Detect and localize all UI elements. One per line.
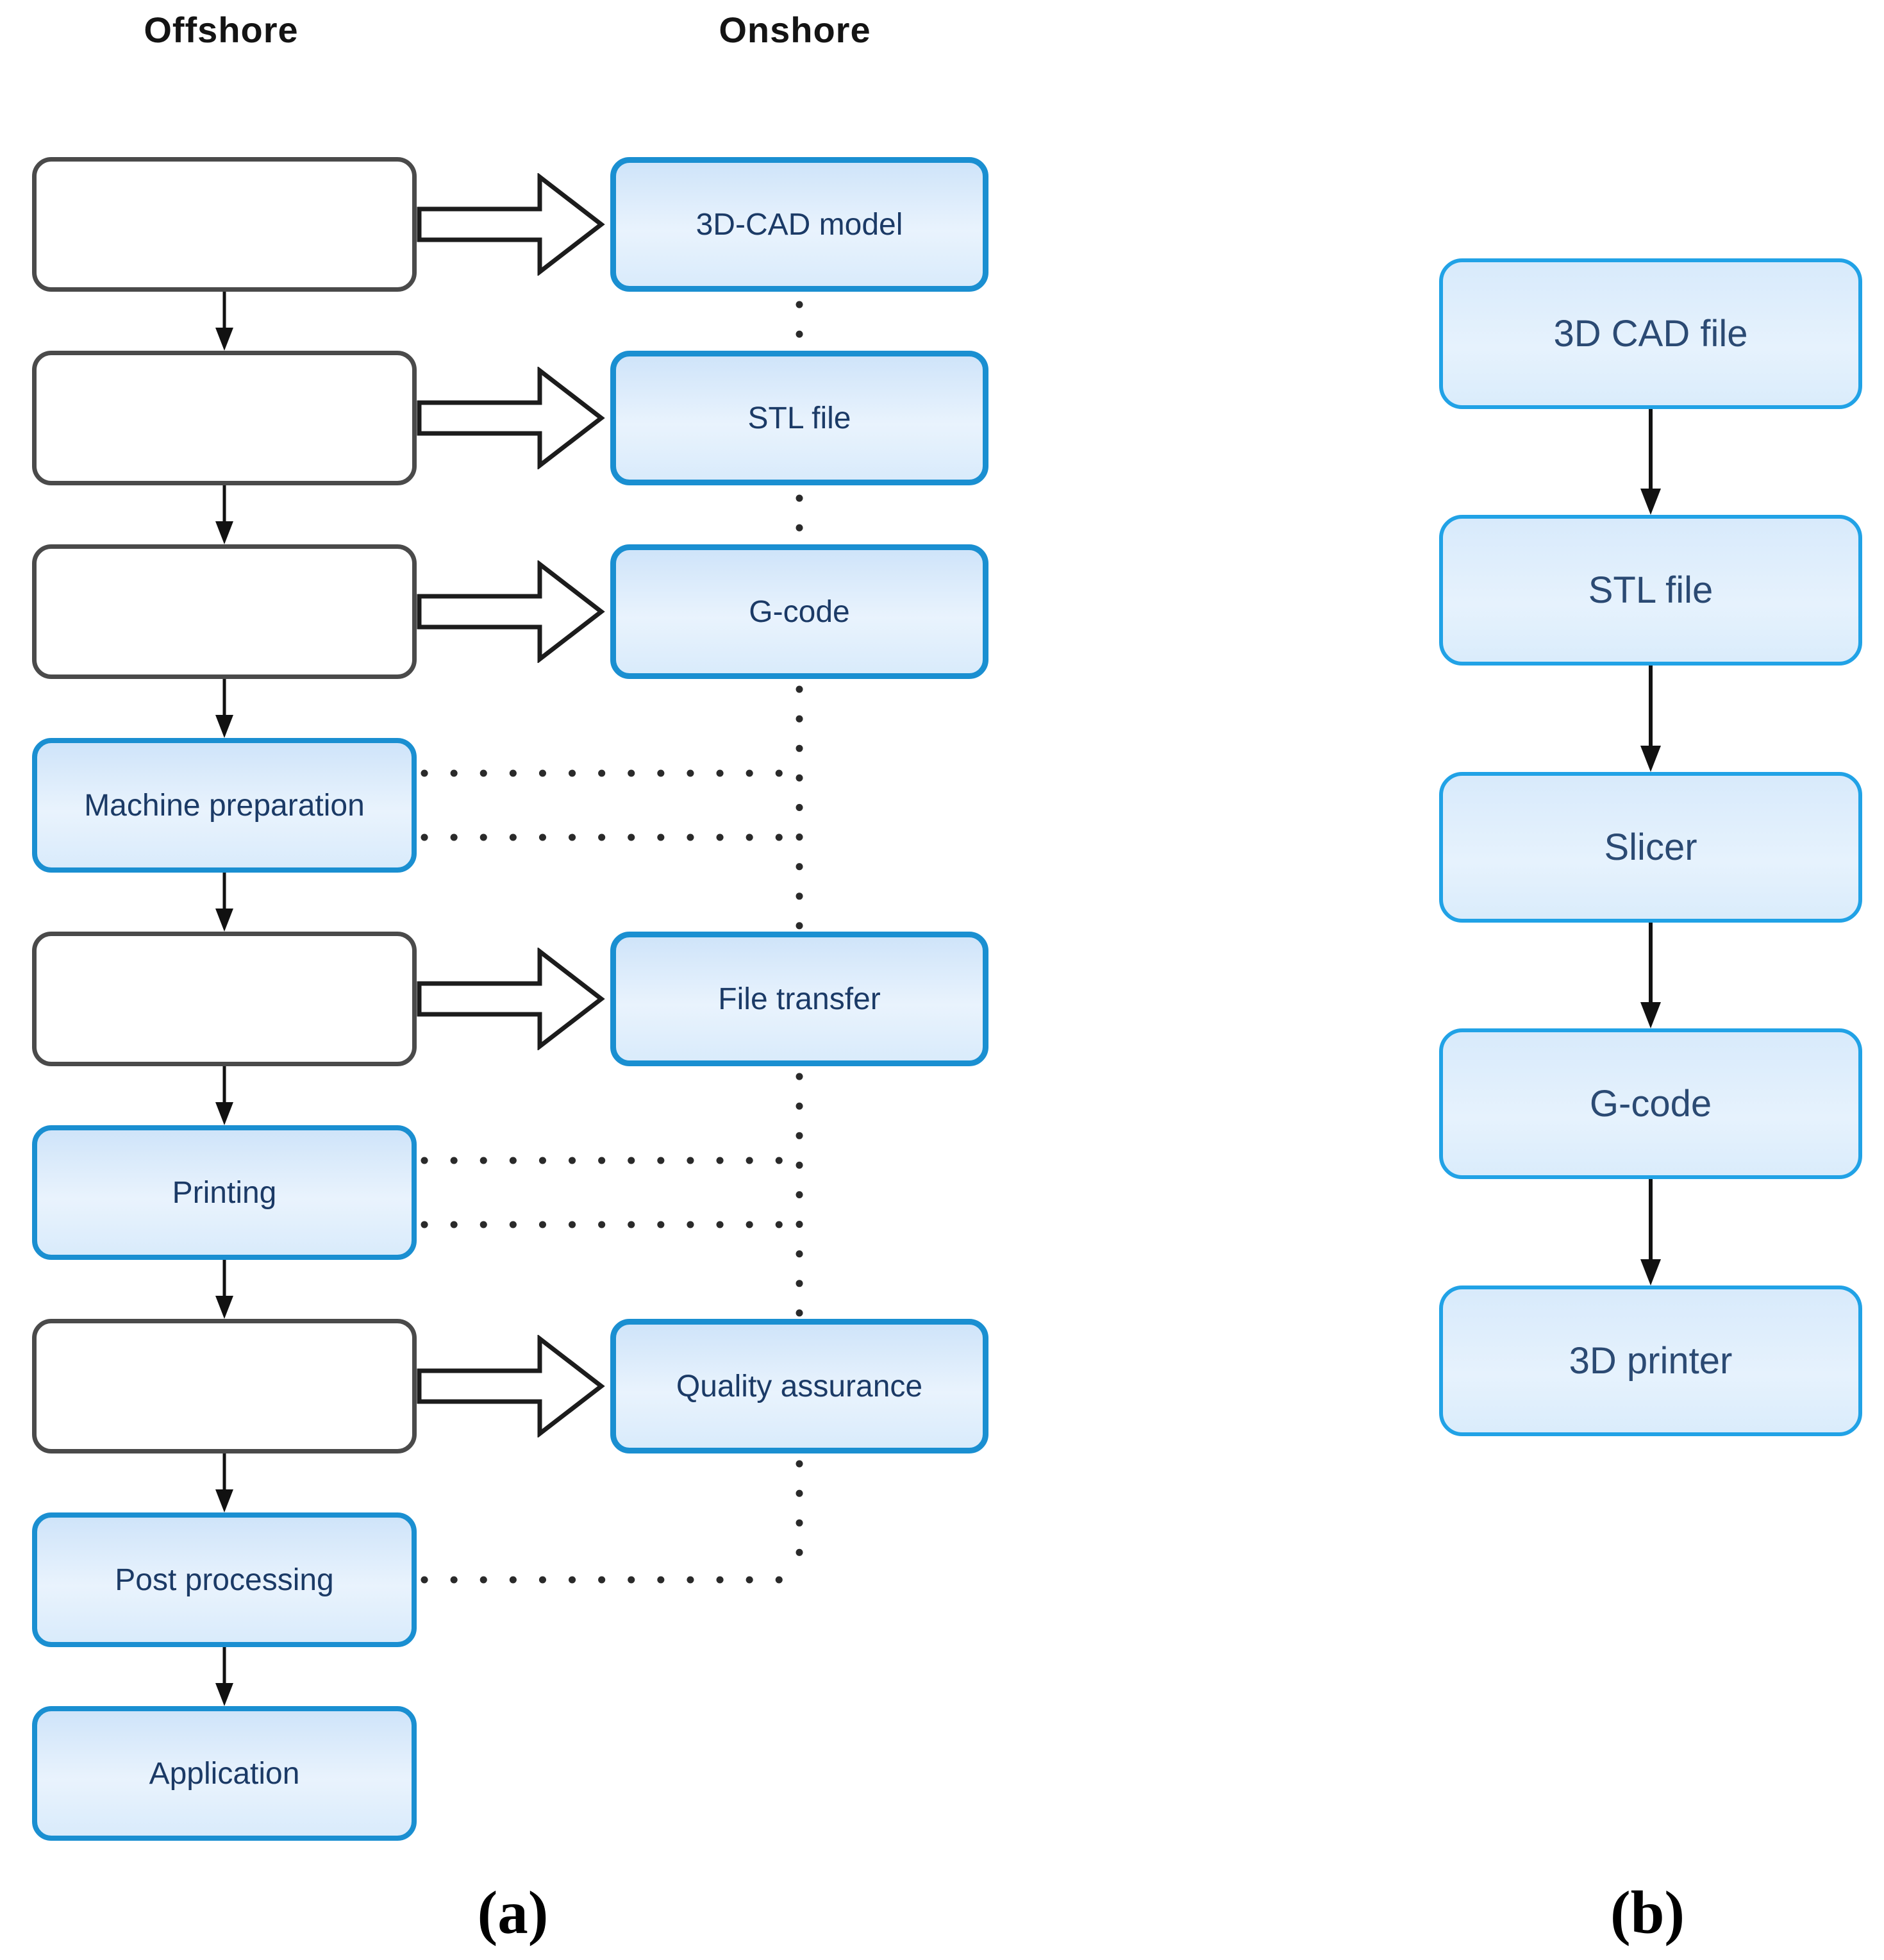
down-arrow-icon xyxy=(215,485,233,544)
down-arrow-icon xyxy=(215,1260,233,1319)
offshore-step-box-2 xyxy=(32,351,417,485)
block-arrow-right-icon xyxy=(417,367,605,469)
onshore-step-file-transfer: File transfer xyxy=(610,932,988,1066)
onshore-step-quality-assurance: Quality assurance xyxy=(610,1319,988,1453)
step-label: G-code xyxy=(749,594,850,629)
onshore-step-stl-file: STL file xyxy=(610,351,988,485)
down-arrow-icon xyxy=(215,1453,233,1512)
step-label: Application xyxy=(149,1756,300,1791)
step-label: Quality assurance xyxy=(676,1369,923,1403)
step-label: STL file xyxy=(1588,569,1713,611)
onshore-step-3d-cad-model: 3D-CAD model xyxy=(610,157,988,292)
down-arrow-icon xyxy=(1640,409,1661,515)
caption-a: (a) xyxy=(477,1879,549,1947)
down-arrow-icon xyxy=(215,873,233,932)
b-step-g-code: G-code xyxy=(1439,1028,1862,1179)
step-label: Post processing xyxy=(115,1562,334,1597)
step-label: 3D CAD file xyxy=(1553,313,1748,355)
block-arrow-right-icon xyxy=(417,173,605,276)
step-label: STL file xyxy=(747,401,851,435)
block-arrow-right-icon xyxy=(417,560,605,663)
offshore-step-printing: Printing xyxy=(32,1125,417,1260)
down-arrow-icon xyxy=(215,679,233,738)
step-label: 3D printer xyxy=(1569,1340,1733,1382)
step-label: 3D-CAD model xyxy=(696,207,903,242)
down-arrow-icon xyxy=(1640,923,1661,1028)
onshore-step-g-code: G-code xyxy=(610,544,988,679)
offshore-step-box-5 xyxy=(32,932,417,1066)
step-label: File transfer xyxy=(718,982,881,1016)
step-label: G-code xyxy=(1589,1083,1712,1125)
b-step-stl-file: STL file xyxy=(1439,515,1862,666)
offshore-step-box-3 xyxy=(32,544,417,679)
onshore-column-header: Onshore xyxy=(719,10,871,50)
down-arrow-icon xyxy=(215,1647,233,1706)
b-step-3d-cad-file: 3D CAD file xyxy=(1439,258,1862,409)
down-arrow-icon xyxy=(1640,1179,1661,1286)
step-label: Printing xyxy=(172,1175,277,1210)
offshore-column-header: Offshore xyxy=(144,10,299,50)
offshore-step-application: Application xyxy=(32,1706,417,1841)
down-arrow-icon xyxy=(215,292,233,351)
offshore-step-post-processing: Post processing xyxy=(32,1512,417,1647)
block-arrow-right-icon xyxy=(417,1335,605,1437)
b-step-3d-printer: 3D printer xyxy=(1439,1286,1862,1436)
down-arrow-icon xyxy=(1640,666,1661,772)
block-arrow-right-icon xyxy=(417,948,605,1050)
down-arrow-icon xyxy=(215,1066,233,1125)
offshore-step-machine-preparation: Machine preparation xyxy=(32,738,417,873)
b-step-slicer: Slicer xyxy=(1439,772,1862,923)
offshore-step-box-7 xyxy=(32,1319,417,1453)
step-label: Machine preparation xyxy=(84,788,365,823)
step-label: Slicer xyxy=(1604,826,1697,868)
offshore-step-box-1 xyxy=(32,157,417,292)
caption-b: (b) xyxy=(1610,1879,1685,1947)
